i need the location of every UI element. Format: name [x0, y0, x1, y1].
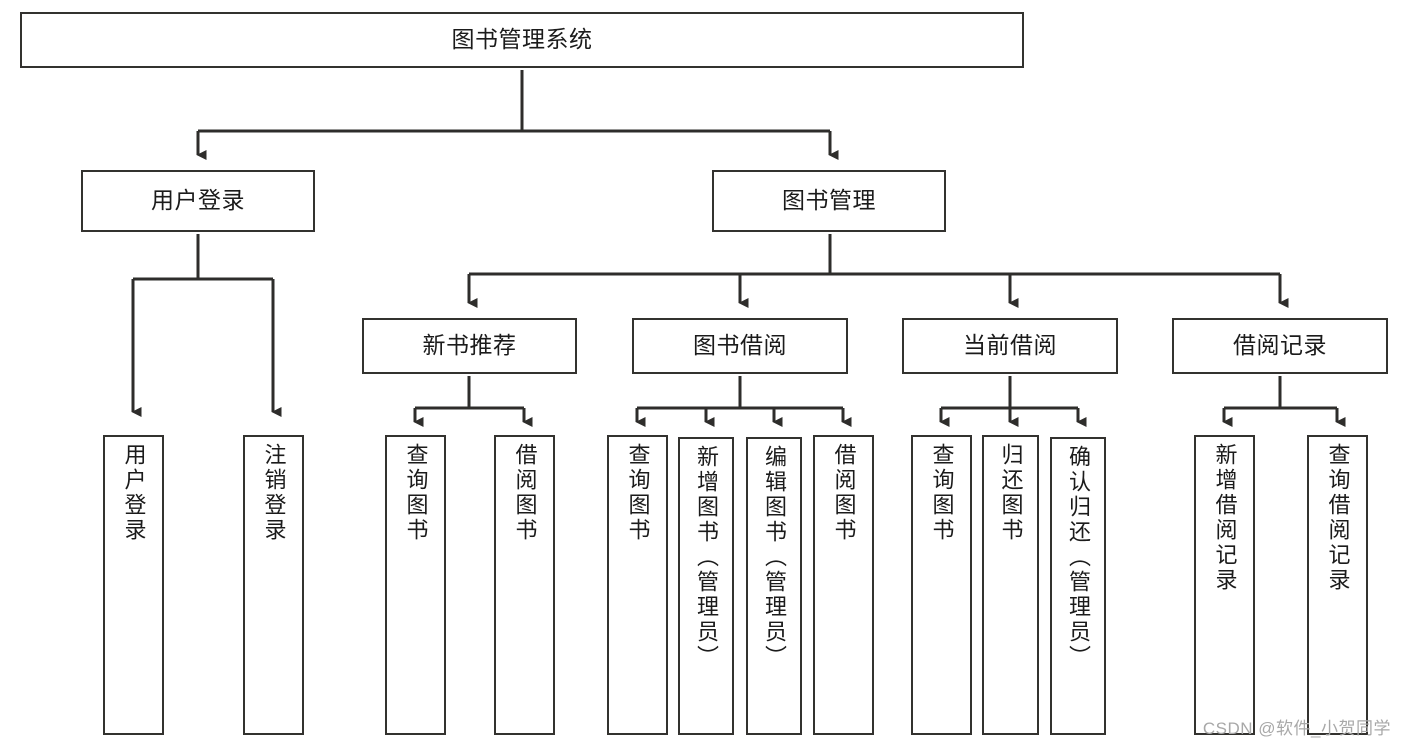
leaf-new-book-borrow-book[interactable]: 借阅图书 — [494, 435, 555, 735]
node-label: 编辑图书（管理员） — [762, 445, 787, 670]
node-label: 确认归还（管理员） — [1066, 445, 1091, 670]
leaf-book-borrow-add-book-admin[interactable]: 新增图书（管理员） — [678, 437, 734, 735]
node-label: 查询借阅记录 — [1325, 443, 1351, 593]
node-label: 归还图书 — [998, 443, 1024, 543]
node-label: 图书借阅 — [693, 332, 787, 359]
leaf-borrow-records-add-record[interactable]: 新增借阅记录 — [1194, 435, 1255, 735]
leaf-current-borrow-return-book[interactable]: 归还图书 — [982, 435, 1039, 735]
node-label: 图书管理系统 — [451, 26, 593, 53]
node-label: 借阅图书 — [831, 443, 857, 543]
watermark-text: CSDN @软件_小贺同学 — [1202, 719, 1391, 738]
node-new-book-recommend[interactable]: 新书推荐 — [362, 318, 577, 374]
leaf-current-borrow-confirm-return-admin[interactable]: 确认归还（管理员） — [1050, 437, 1106, 735]
node-label: 查询图书 — [929, 443, 955, 543]
node-book-borrow[interactable]: 图书借阅 — [632, 318, 848, 374]
node-borrow-records[interactable]: 借阅记录 — [1172, 318, 1388, 374]
node-label: 新增借阅记录 — [1212, 443, 1238, 593]
leaf-book-borrow-query-book[interactable]: 查询图书 — [607, 435, 668, 735]
node-label: 新书推荐 — [422, 332, 517, 359]
leaf-user-login-login[interactable]: 用户登录 — [103, 435, 164, 735]
leaf-book-borrow-borrow-book[interactable]: 借阅图书 — [813, 435, 874, 735]
node-current-borrow[interactable]: 当前借阅 — [902, 318, 1118, 374]
leaf-new-book-query-book[interactable]: 查询图书 — [385, 435, 446, 735]
node-label: 查询图书 — [403, 443, 429, 543]
node-label: 用户登录 — [151, 187, 245, 214]
node-label: 查询图书 — [625, 443, 651, 543]
leaf-current-borrow-query-book[interactable]: 查询图书 — [911, 435, 972, 735]
leaf-borrow-records-query-record[interactable]: 查询借阅记录 — [1307, 435, 1368, 735]
leaf-book-borrow-edit-book-admin[interactable]: 编辑图书（管理员） — [746, 437, 802, 735]
node-label: 借阅记录 — [1233, 332, 1327, 359]
node-label: 注销登录 — [261, 443, 287, 543]
leaf-user-login-logout[interactable]: 注销登录 — [243, 435, 304, 735]
node-label: 用户登录 — [121, 443, 147, 543]
node-label: 当前借阅 — [963, 332, 1057, 359]
node-label: 图书管理 — [782, 187, 876, 214]
node-book-management[interactable]: 图书管理 — [712, 170, 946, 232]
node-user-login[interactable]: 用户登录 — [81, 170, 315, 232]
node-label: 借阅图书 — [512, 443, 538, 543]
node-label: 新增图书（管理员） — [694, 445, 719, 670]
node-root-book-management-system[interactable]: 图书管理系统 — [20, 12, 1024, 68]
